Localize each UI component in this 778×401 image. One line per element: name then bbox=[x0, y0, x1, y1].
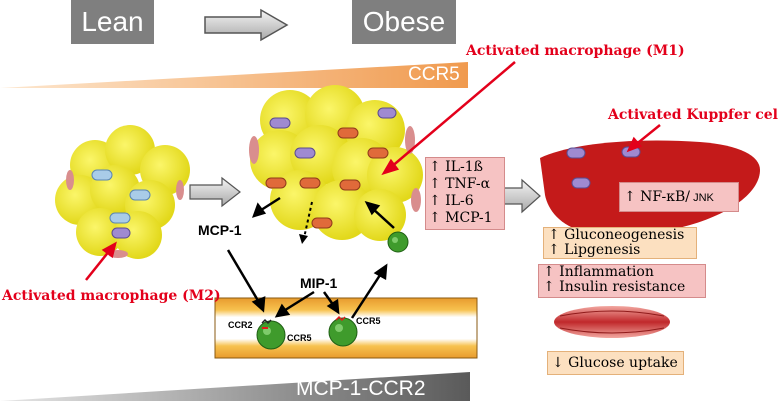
tissue-to-liver-arrow bbox=[503, 178, 541, 214]
mcp1-label: MCP-1 bbox=[198, 222, 242, 238]
gluconeogenesis-text: ↑ Gluconeogenesis bbox=[548, 227, 685, 243]
m1-macrophage-icons bbox=[265, 107, 397, 229]
infiltrating-monocyte bbox=[387, 231, 409, 253]
glucose-uptake-text: ↓ Glucose uptake bbox=[552, 355, 678, 371]
lean-to-obese-tissue-arrow bbox=[189, 176, 241, 208]
kupffer-cells-label: Activated Kuppfer cells bbox=[608, 107, 778, 123]
dotted-arrow bbox=[303, 201, 313, 239]
m1-macrophage-label: Activated macrophage (M1) bbox=[466, 43, 685, 59]
obese-label-box: Obese bbox=[352, 0, 456, 44]
lean-label-box: Lean bbox=[71, 0, 154, 44]
red-annotation-arrows bbox=[85, 61, 661, 281]
cytokine-box: ↑ IL-1ß ↑ TNF-α ↑ IL-6 ↑ MCP-1 bbox=[425, 157, 505, 230]
m2-macrophage-icons bbox=[91, 169, 151, 239]
jnk-text: JNK bbox=[690, 192, 714, 204]
ccr2-label: CCR2 bbox=[228, 320, 253, 330]
systemic-effects-box: ↑ Inflammation ↑ Insulin resistance bbox=[538, 264, 706, 298]
inflammation-text: ↑ Inflammation bbox=[543, 264, 654, 280]
obese-label: Obese bbox=[362, 6, 446, 37]
pathway-arrows bbox=[226, 196, 395, 319]
lean-label: Lean bbox=[81, 6, 144, 37]
mip1-label: MIP-1 bbox=[300, 275, 338, 291]
muscle-shape bbox=[554, 306, 670, 338]
kupffer-cell-icons bbox=[566, 146, 641, 189]
hepatic-effects-box: ↑ Gluconeogenesis ↑ Lipgenesis bbox=[543, 227, 697, 259]
cytokine-mcp1: ↑ MCP-1 bbox=[429, 210, 493, 226]
ccr5-label-b: CCR5 bbox=[356, 316, 381, 326]
m2-macrophage-label: Activated macrophage (M2) bbox=[2, 288, 221, 304]
insulin-resistance-text: ↑ Insulin resistance bbox=[543, 279, 686, 295]
cytokine-il1b: ↑ IL-1ß bbox=[429, 159, 483, 175]
lean-adipose-tissue bbox=[55, 125, 190, 259]
cytokine-tnfa: ↑ TNF-α bbox=[429, 176, 491, 192]
monocyte-ccr5 bbox=[328, 317, 358, 347]
ccr5-gradient-label: CCR5 bbox=[408, 64, 460, 85]
lipogenesis-text: ↑ Lipgenesis bbox=[548, 242, 641, 258]
nfkb-jnk-box: ↑ NF-κB/ JNK bbox=[619, 182, 739, 212]
nfkb-text: ↑ NF-κB/ bbox=[624, 189, 691, 205]
monocyte-ccr2 bbox=[256, 320, 286, 350]
ccr5-label-a: CCR5 bbox=[287, 333, 312, 343]
cytokine-il6: ↑ IL-6 bbox=[429, 193, 474, 209]
lean-to-obese-arrow bbox=[204, 8, 289, 42]
mcp1-ccr2-gradient-label: MCP-1-CCR2 bbox=[296, 377, 426, 400]
glucose-uptake-box: ↓ Glucose uptake bbox=[547, 351, 684, 375]
